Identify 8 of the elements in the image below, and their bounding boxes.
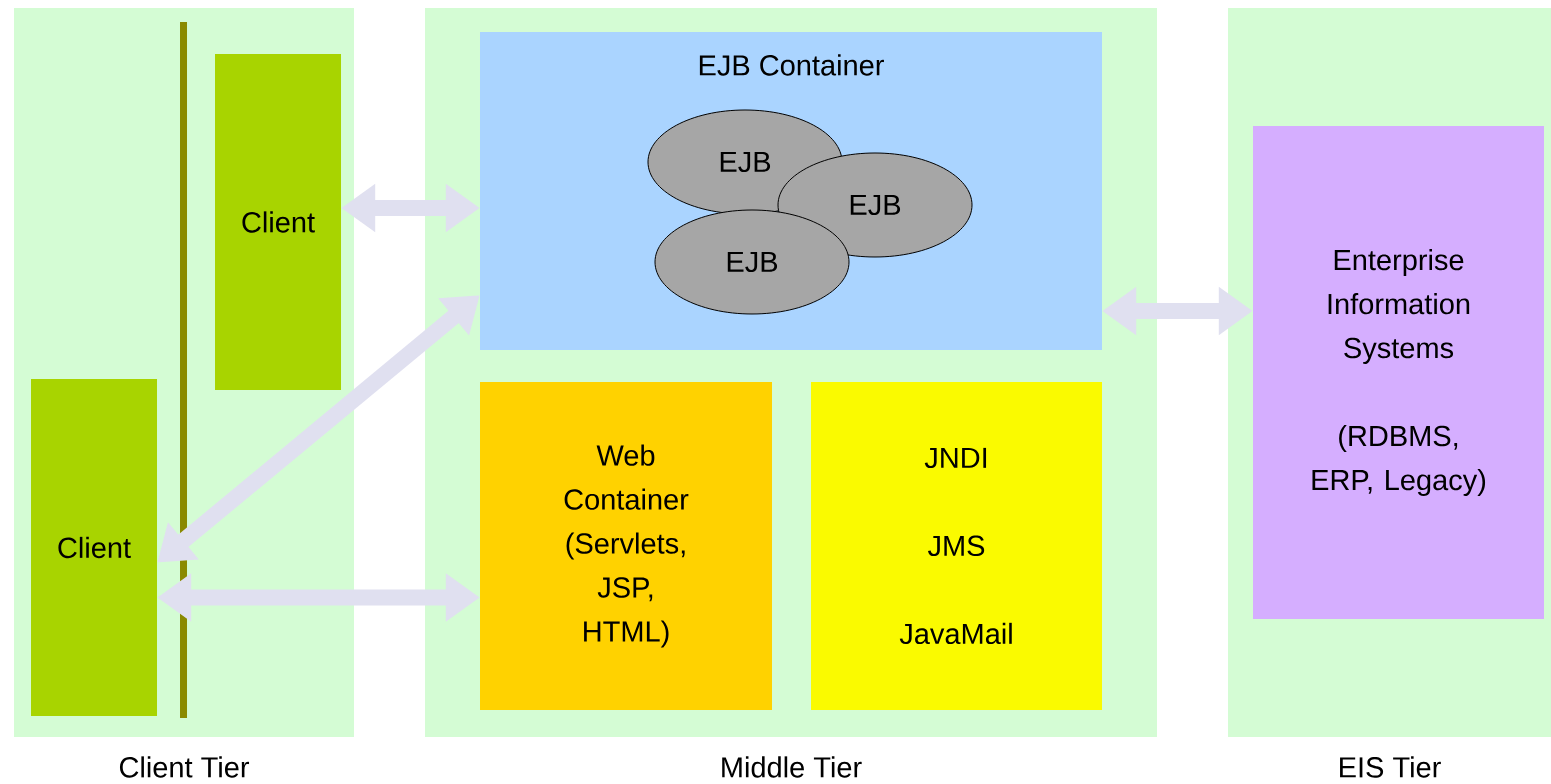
component-box: Client [31,379,157,716]
node-label: Client Tier [119,756,250,778]
component-box: Enterprise Information Systems (RDBMS, ERP, Legacy) [1253,126,1544,619]
node-label: EIS Tier [1340,756,1441,778]
component-box: Web Container (Servlets, JSP, HTML) [480,382,772,710]
component-box: JNDI JMS JavaMail [811,382,1102,710]
component-box: Client [215,54,341,390]
node-label: Middle Tier [722,756,862,778]
